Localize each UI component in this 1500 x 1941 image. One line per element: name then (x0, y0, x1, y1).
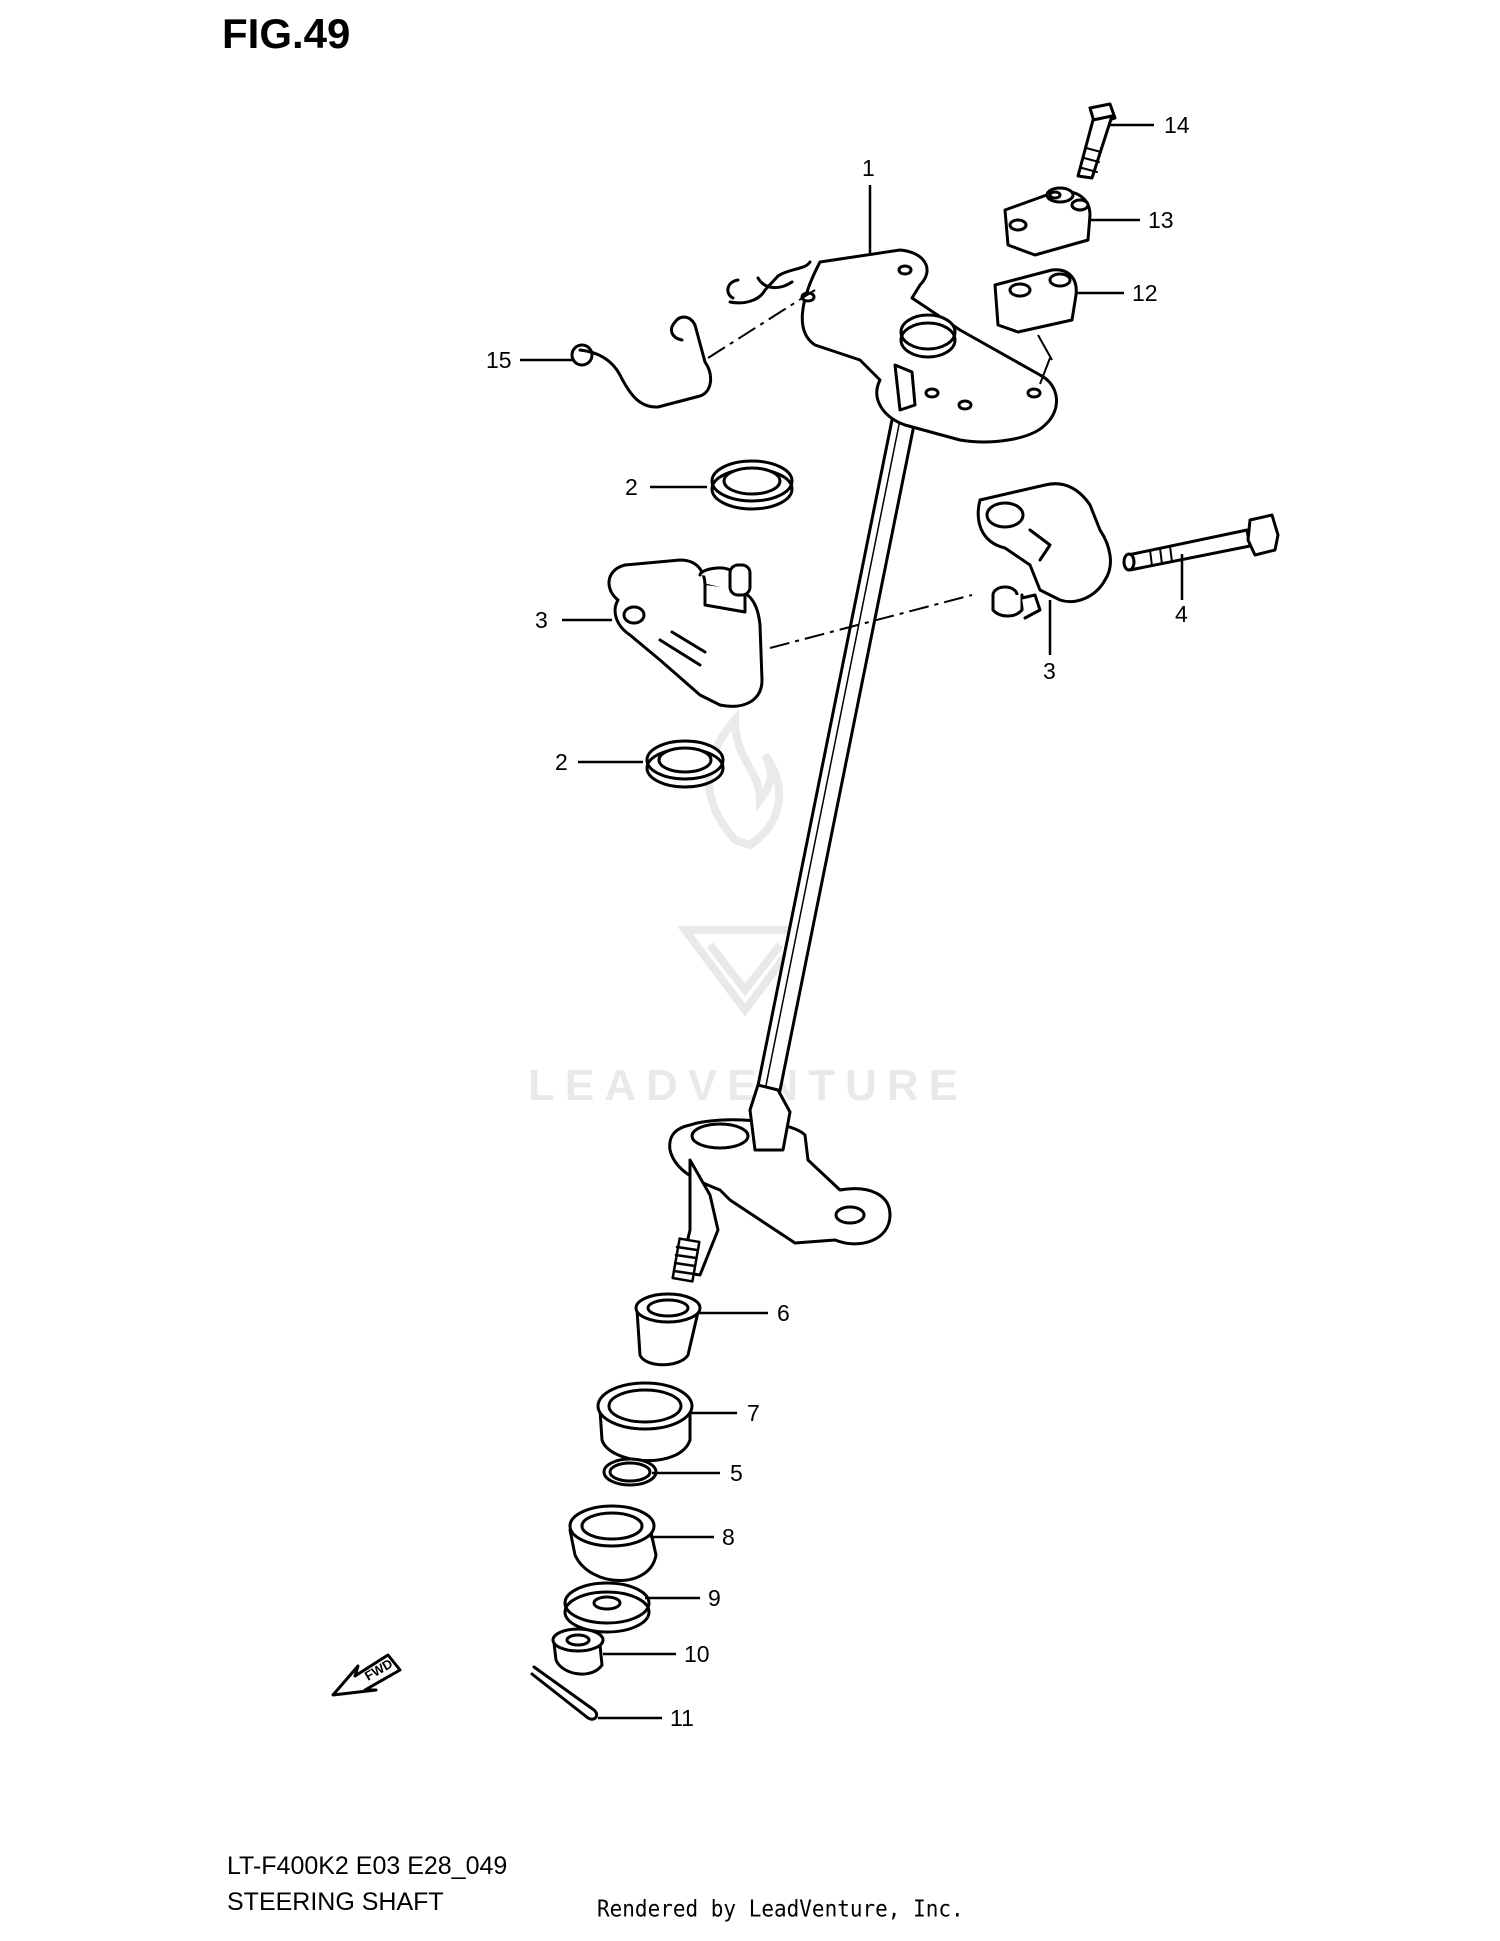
threaded-end (671, 1237, 701, 1283)
alignment-lines (707, 289, 1053, 649)
fwd-arrow-icon: FWD (331, 1653, 402, 1697)
callout-3-right: 3 (1043, 658, 1056, 684)
handlebar-holder-lower (993, 268, 1078, 334)
bolt-short (1076, 102, 1117, 180)
figure-name: STEERING SHAFT (227, 1888, 444, 1916)
bushing-6 (634, 1292, 702, 1367)
callout-3-left: 3 (535, 607, 548, 633)
render-credit: Rendered by LeadVenture, Inc. (597, 1896, 964, 1922)
model-code: LT-F400K2 E03 E28_049 (227, 1852, 508, 1880)
handlebar-holder-upper (1003, 186, 1092, 257)
bearing-holder-left (607, 558, 764, 708)
callout-13: 13 (1148, 207, 1174, 233)
lower-steering-arm (668, 1083, 892, 1283)
callout-7: 7 (747, 1400, 760, 1426)
upper-bracket (800, 248, 1058, 444)
leader-lines (520, 123, 1184, 1720)
callout-6: 6 (777, 1300, 790, 1326)
spring-clip (570, 260, 812, 409)
bolt-long (1122, 513, 1280, 572)
callout-labels: 1 2 2 3 3 4 5 6 7 8 9 10 11 12 13 14 15 (486, 112, 1190, 1731)
o-ring-5 (602, 1457, 658, 1487)
callout-8: 8 (722, 1524, 735, 1550)
callout-11: 11 (670, 1705, 694, 1731)
callout-10: 10 (684, 1641, 710, 1667)
callout-9: 9 (708, 1585, 721, 1611)
washer-9 (563, 1581, 651, 1634)
callout-1: 1 (862, 155, 875, 181)
callout-15: 15 (486, 347, 512, 373)
bushing-lower (645, 739, 725, 789)
figure-title: FIG.49 (222, 10, 351, 57)
bearing-holder-right (976, 482, 1112, 620)
callout-2-upper: 2 (625, 474, 638, 500)
callout-5: 5 (730, 1460, 743, 1486)
cotter-pin-11 (530, 1665, 599, 1721)
bearing-cup-8 (568, 1504, 658, 1582)
seal-7 (596, 1381, 694, 1463)
bushing-upper (710, 459, 794, 511)
watermark: LEADVENTURE (528, 709, 968, 1110)
watermark-text: LEADVENTURE (528, 1061, 968, 1110)
callout-4: 4 (1175, 601, 1188, 627)
callout-14: 14 (1164, 112, 1190, 138)
castle-nut-10 (551, 1627, 605, 1676)
callout-12: 12 (1132, 280, 1158, 306)
callout-2-lower: 2 (555, 749, 568, 775)
